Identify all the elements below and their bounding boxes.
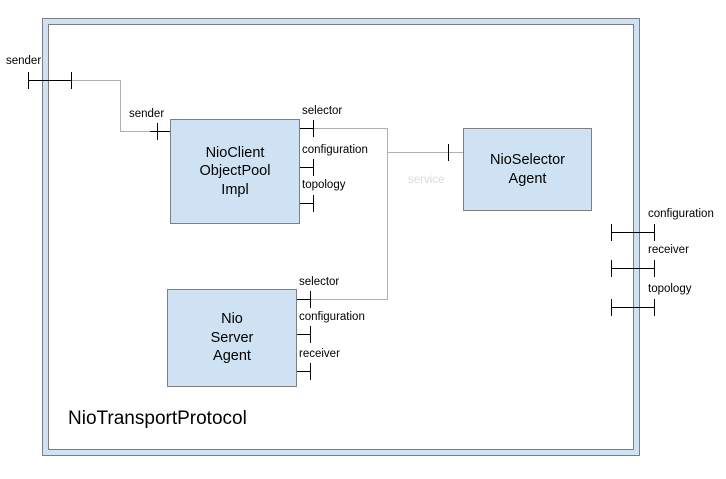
port-tick-boundary-configuration-outer	[654, 224, 655, 241]
component-selector-line1: NioSelector	[490, 151, 565, 168]
component-server-line1: Nio	[221, 311, 243, 328]
connector-selector-client-h	[300, 128, 388, 129]
port-tick-boundary-configuration-inner	[611, 224, 612, 241]
component-nioselectoragent[interactable]: NioSelector Agent	[463, 128, 592, 211]
connector-sender-seg-h2	[120, 131, 170, 132]
component-client-line3: Impl	[221, 181, 249, 198]
component-server-line2: Server	[210, 329, 254, 346]
page-title: NioTransportProtocol	[68, 408, 247, 429]
port-stub-boundary-sender	[28, 80, 72, 81]
port-label-boundary-sender: sender	[6, 55, 42, 67]
port-stub-boundary-topology	[611, 307, 655, 308]
port-label-client-sender: sender	[129, 108, 165, 120]
port-stub-server-selector	[297, 299, 311, 300]
port-tick-boundary-sender-inner	[71, 72, 72, 89]
composite-frame-inner	[48, 24, 634, 450]
component-client-line1: NioClient	[205, 144, 265, 161]
port-stub-client-selector	[300, 128, 314, 129]
port-stub-server-configuration	[297, 334, 311, 335]
port-stub-client-sender	[150, 131, 170, 132]
component-nioclientobjectpoolimpl[interactable]: NioClient ObjectPool Impl	[170, 119, 300, 224]
port-tick-client-selector	[313, 120, 314, 137]
port-tick-boundary-topology-inner	[611, 299, 612, 316]
port-stub-client-configuration	[300, 167, 314, 168]
port-label-server-receiver: receiver	[299, 348, 340, 360]
component-selector-line2: Agent	[508, 170, 547, 187]
port-stub-server-receiver	[297, 371, 311, 372]
port-tick-boundary-receiver-outer	[654, 260, 655, 277]
connector-sender-seg-h1	[72, 80, 121, 81]
port-label-server-selector: selector	[299, 276, 340, 288]
port-label-server-configuration: configuration	[299, 311, 365, 323]
connector-selector-v	[387, 128, 388, 300]
port-tick-client-sender	[157, 123, 158, 140]
port-tick-server-receiver	[310, 363, 311, 380]
port-tick-client-configuration	[313, 159, 314, 176]
port-stub-boundary-receiver	[611, 268, 655, 269]
port-label-client-configuration: configuration	[302, 144, 368, 156]
port-label-boundary-configuration: configuration	[648, 208, 714, 220]
port-stub-client-topology	[300, 203, 314, 204]
port-tick-selector-service	[448, 144, 449, 161]
port-label-boundary-topology: topology	[648, 283, 692, 295]
component-server-line3: Agent	[213, 348, 251, 365]
connector-service-h	[387, 152, 464, 153]
port-label-client-topology: topology	[302, 179, 346, 191]
port-tick-client-topology	[313, 195, 314, 212]
component-nioserveragent[interactable]: Nio Server Agent	[167, 289, 297, 387]
port-stub-boundary-configuration	[611, 232, 655, 233]
connector-selector-server-h	[297, 299, 388, 300]
port-tick-boundary-receiver-inner	[611, 260, 612, 277]
port-tick-server-configuration	[310, 326, 311, 343]
port-label-boundary-receiver: receiver	[648, 244, 689, 256]
connector-sender-seg-v	[120, 80, 121, 132]
port-label-client-selector: selector	[302, 105, 343, 117]
port-tick-boundary-topology-outer	[654, 299, 655, 316]
port-tick-boundary-sender-outer	[28, 72, 29, 89]
component-client-line2: ObjectPool	[199, 163, 271, 180]
port-label-selector-service: service	[408, 174, 445, 186]
port-tick-server-selector	[310, 291, 311, 308]
